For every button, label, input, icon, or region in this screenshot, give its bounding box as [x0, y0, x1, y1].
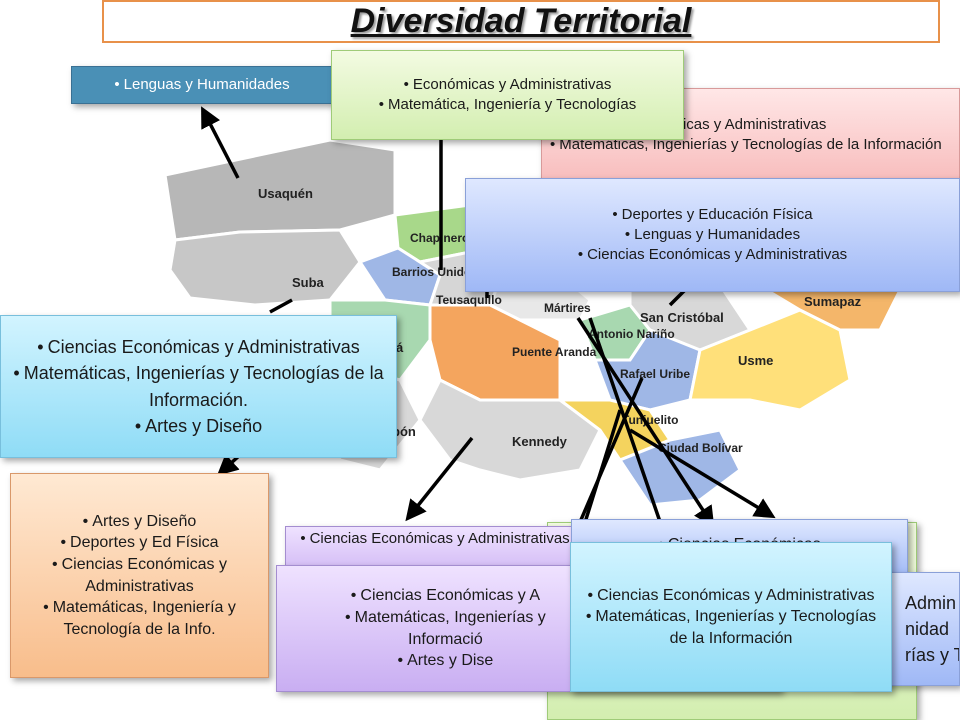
deportes-item-2: Lenguas y Humanidades	[578, 225, 847, 245]
lav-front-item-4: Artes y Dise	[345, 650, 546, 672]
arrow-martires-cyan	[588, 317, 670, 546]
label-sancristobal: San Cristóbal	[640, 310, 724, 325]
box-deportes: Deportes y Educación Física Lenguas y Hu…	[465, 178, 960, 292]
arrow-kennedy-lav	[405, 436, 474, 522]
box-left-cyan: Ciencias Económicas y Administrativas Ma…	[0, 315, 397, 458]
label-engativa: á	[396, 340, 404, 355]
left-cyan-item-2: Matemáticas, Ingenierías y Tecnologías d…	[9, 360, 388, 412]
right-edge-item-1: Admin	[905, 592, 957, 613]
title-frame: Diversidad Territorial	[102, 0, 940, 43]
label-fontibon: bón	[392, 424, 416, 439]
orange-item-1: Artes y Diseño	[19, 511, 260, 533]
cyan-front-item-2: Matemáticas, Ingenierías y Tecnologías d…	[579, 606, 883, 649]
box-lenguas-item: Lenguas y Humanidades	[114, 75, 290, 95]
arrow-fontibon-orange	[216, 453, 242, 476]
pink-item-1: nicas y Administrativas	[550, 115, 942, 135]
label-martires: Mártires	[544, 301, 591, 315]
econ-top-item-2: Matemática, Ingeniería y Tecnologías	[379, 95, 636, 115]
label-barrios: Barrios Unidos	[392, 265, 478, 279]
right-edge-item-2: nidad	[905, 618, 950, 639]
label-kennedy: Kennedy	[512, 434, 568, 449]
label-ciudad: Ciudad Bolívar	[658, 441, 743, 455]
label-teusaquillo: Teusaquillo	[436, 293, 502, 307]
label-sumapaz: Sumapaz	[804, 294, 862, 309]
right-edge-item-3: rías y Te	[905, 645, 959, 666]
page-title: Diversidad Territorial	[350, 2, 692, 40]
region-ciudad	[617, 428, 742, 507]
deportes-item-1: Deportes y Educación Física	[578, 205, 847, 225]
box-econ-top: Económicas y Administrativas Matemática,…	[331, 50, 684, 140]
label-usme: Usme	[738, 353, 773, 368]
region-kennedy	[418, 377, 602, 482]
lav-back-item-1: Ciencias Económicas y Administrativas	[300, 529, 570, 549]
lav-front-item-2: Matemáticas, Ingenierías y	[345, 607, 546, 629]
left-cyan-item-3: Artes y Diseño	[9, 413, 388, 439]
box-lenguas: Lenguas y Humanidades	[71, 66, 333, 104]
arrow-usaquen-lenguas	[201, 106, 240, 179]
cyan-front-item-1: Ciencias Económicas y Administrativas	[579, 585, 883, 607]
arrow-tunjuelito-right	[629, 428, 776, 519]
label-antonio: Antonio Nariño	[588, 327, 675, 341]
orange-item-4: Matemáticas, Ingeniería y Tecnología de …	[19, 597, 260, 640]
box-cyan-front: Ciencias Económicas y Administrativas Ma…	[570, 542, 892, 692]
lav-front-item-1: Ciencias Económicas y A	[345, 585, 546, 607]
arrow-suba-left	[269, 298, 293, 314]
label-rafael: Rafael Uribe	[620, 367, 690, 381]
region-usme	[688, 308, 852, 412]
deportes-item-3: Ciencias Económicas y Administrativas	[578, 245, 847, 265]
box-orange: Artes y Diseño Deportes y Ed Física Cien…	[10, 473, 269, 678]
orange-item-2: Deportes y Ed Física	[19, 532, 260, 554]
map-labels: Usaquén Suba Chapinero Barrios Unidos Te…	[258, 186, 862, 455]
label-usaquen: Usaquén	[258, 186, 313, 201]
label-suba: Suba	[292, 275, 325, 290]
left-cyan-item-1: Ciencias Económicas y Administrativas	[9, 334, 388, 360]
label-puente: Puente Aranda	[512, 345, 597, 359]
orange-item-3: Ciencias Económicas y Administrativas	[19, 554, 260, 597]
econ-top-item-1: Económicas y Administrativas	[379, 75, 636, 95]
region-suba	[168, 228, 362, 307]
pink-item-2: Matemáticas, Ingenierías y Tecnologías d…	[550, 135, 941, 155]
label-tunjuelito: Tunjuelito	[622, 413, 678, 427]
lav-front-item-3: Informació	[408, 630, 483, 648]
